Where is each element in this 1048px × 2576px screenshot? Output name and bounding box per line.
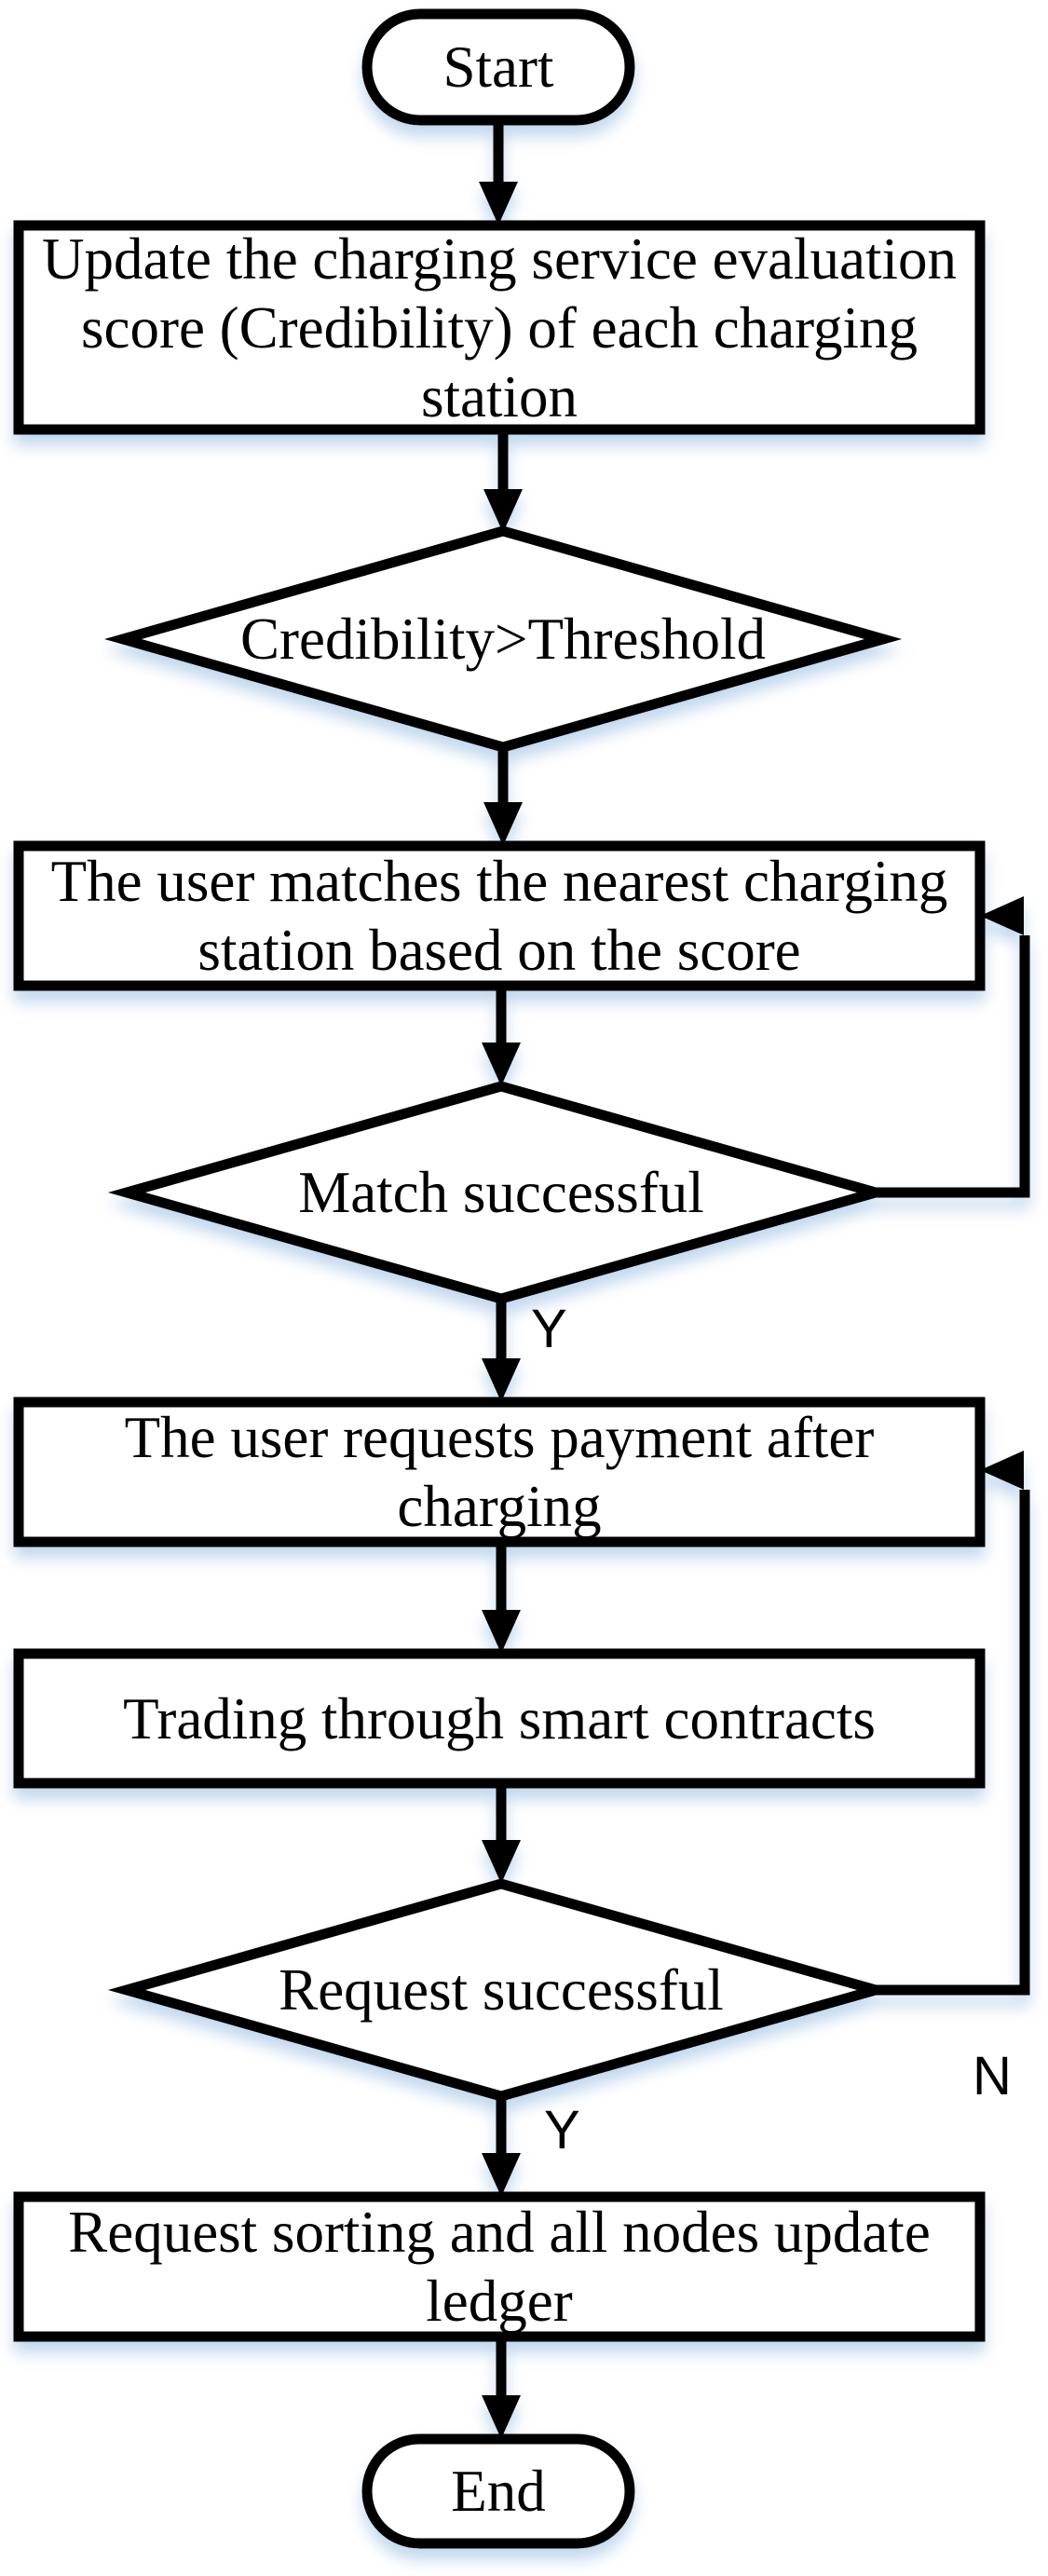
arrowhead-update-to-credibility bbox=[483, 489, 523, 533]
arrowhead-credibility-to-match bbox=[483, 802, 523, 846]
update-ledger-node-shape bbox=[13, 2191, 986, 2342]
start-node-shape bbox=[361, 8, 635, 126]
arrowhead-start-to-update bbox=[479, 182, 518, 225]
update-score-node-shape bbox=[13, 220, 986, 435]
match-station-node-shape bbox=[13, 840, 986, 991]
arrowhead-match-to-matchcheck bbox=[482, 1043, 521, 1086]
arrowhead-loop-requestcheck-no bbox=[980, 1451, 1024, 1490]
loop-requestcheck-no bbox=[876, 1490, 1030, 1996]
arrowhead-loop-matchcheck-no bbox=[980, 896, 1024, 935]
smart-contracts-node-shape bbox=[13, 1648, 986, 1789]
request-payment-node-shape bbox=[13, 1397, 986, 1547]
arrowhead-matchcheck-yes bbox=[482, 1358, 521, 1402]
request-check-diamond-shape bbox=[107, 1878, 895, 2102]
end-node-shape bbox=[361, 2433, 635, 2549]
arrowhead-ledger-to-end bbox=[482, 2395, 521, 2439]
credibility-check-diamond-shape bbox=[103, 525, 903, 753]
arrowhead-trading-to-requestcheck bbox=[482, 1840, 521, 1884]
arrowhead-requestcheck-yes bbox=[482, 2153, 521, 2197]
loop-matchcheck-no bbox=[876, 935, 1030, 1198]
arrowhead-payment-to-trading bbox=[482, 1610, 521, 1654]
match-check-diamond-shape bbox=[107, 1081, 895, 1304]
